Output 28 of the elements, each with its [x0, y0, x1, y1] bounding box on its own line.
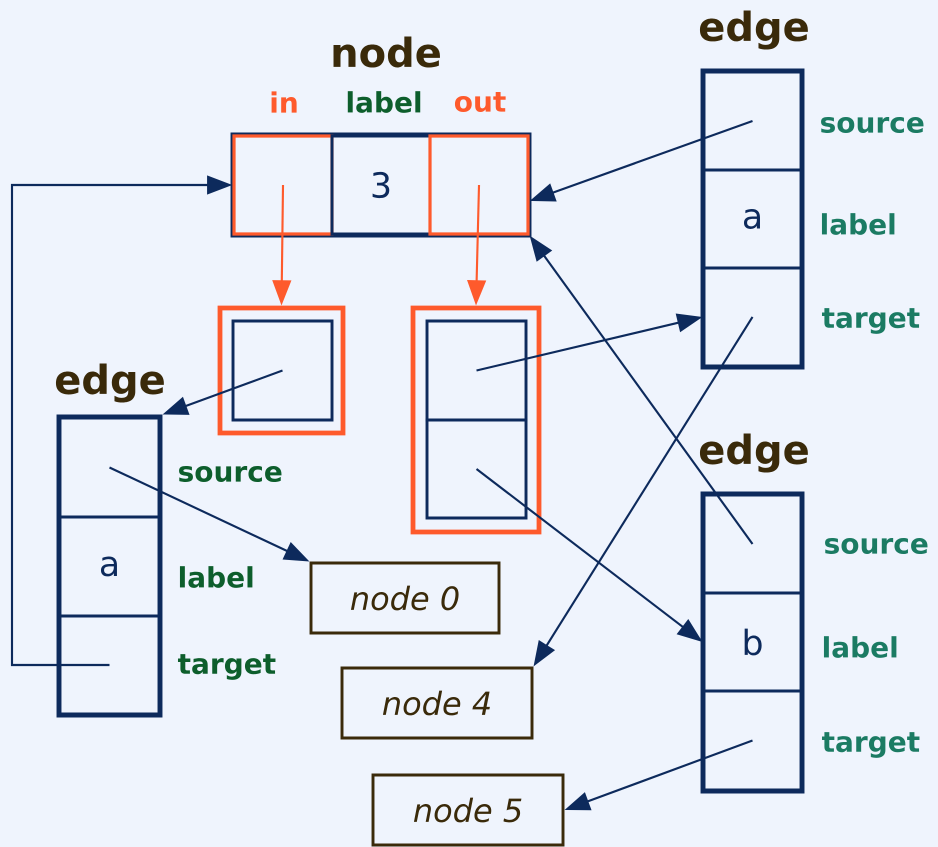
- field-cell: a: [58, 516, 160, 618]
- field-name: source: [179, 466, 282, 482]
- field-cell: 3: [330, 134, 432, 236]
- node-box: node 4: [340, 666, 534, 740]
- record-heading: edge: [700, 434, 808, 472]
- field-cell: [426, 320, 528, 422]
- field-name: label: [180, 566, 252, 588]
- port-label: in: [272, 91, 297, 113]
- node-box: node 0: [310, 562, 500, 634]
- field-name: label: [822, 213, 894, 235]
- field-name: source: [825, 538, 928, 554]
- list-box: [410, 306, 542, 534]
- port-label: out: [454, 92, 506, 112]
- list-box: [218, 306, 346, 436]
- field-name: label: [824, 636, 896, 658]
- record-heading: node: [334, 36, 440, 68]
- field-name: target: [822, 308, 920, 334]
- record-heading: edge: [700, 10, 808, 50]
- record-heading: edge: [56, 364, 164, 402]
- field-name: label: [348, 91, 420, 113]
- field-name: source: [821, 116, 924, 134]
- node-box: node 5: [372, 774, 564, 846]
- field-name: target: [822, 732, 920, 758]
- field-cell: a: [702, 168, 802, 270]
- field-cell: [426, 418, 528, 520]
- field-cell: [232, 320, 334, 422]
- field-name: target: [178, 654, 276, 680]
- field-cell: b: [702, 592, 802, 692]
